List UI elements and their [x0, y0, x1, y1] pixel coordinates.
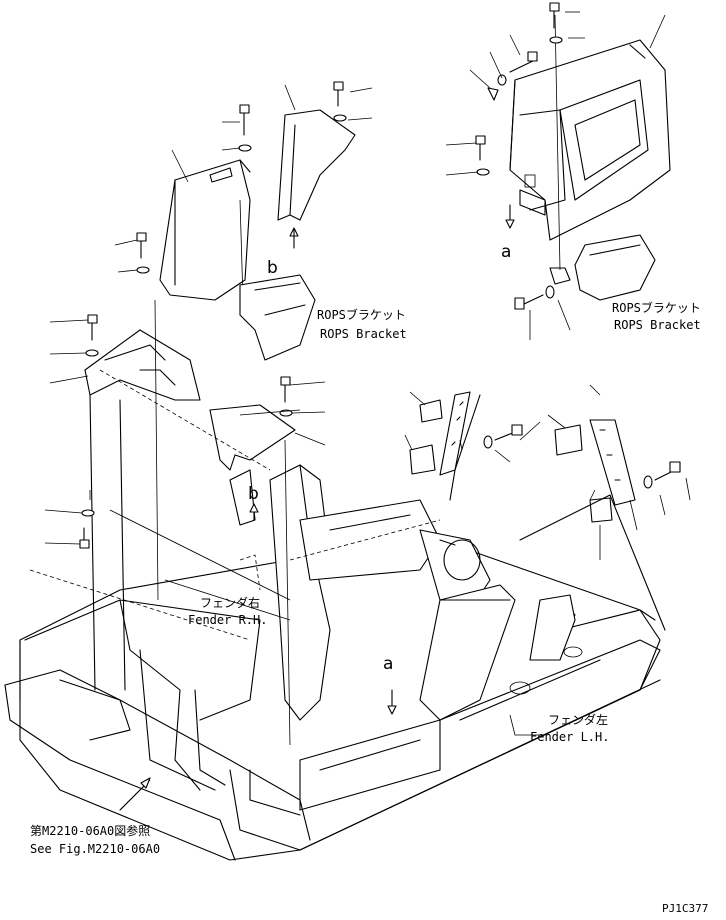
bolt-icon — [514, 294, 544, 310]
reference-label-jp: 第M2210-06A0図参照 — [30, 823, 150, 838]
arrow-up-icon — [249, 503, 259, 521]
leader-lines — [44, 11, 691, 811]
main-frame — [4, 538, 661, 861]
cab-guard — [509, 14, 671, 301]
center-linkage — [229, 464, 576, 721]
bolt-icon — [654, 461, 681, 481]
bolt-icon — [79, 527, 90, 549]
rops-bracket-label-en-1: ROPS Bracket — [320, 327, 407, 341]
rops-bracket-label-jp-1: ROPSブラケット — [317, 307, 406, 322]
callout-b-upper: b — [267, 258, 278, 278]
fender-rh-label-en: Fender R.H. — [188, 613, 267, 627]
bolt-icon — [549, 2, 560, 29]
rops-bracket-label-jp-2: ROPSブラケット — [612, 300, 701, 315]
bolt-icon — [280, 376, 291, 403]
left-bracket-stack — [84, 159, 296, 746]
reference-label-en: See Fig.M2210-06A0 — [30, 842, 160, 856]
arrow-down-icon — [387, 689, 397, 715]
bolts-and-washers — [79, 2, 681, 549]
arrows — [119, 204, 515, 811]
callout-b-lower: b — [248, 484, 259, 504]
bolt-icon — [136, 232, 147, 259]
right-side-plates — [409, 391, 666, 631]
arrow-up-left-icon — [119, 777, 151, 811]
bolt-icon — [494, 424, 523, 441]
bolt-icon — [475, 135, 486, 161]
bolt-icon — [509, 51, 538, 73]
callout-a-lower: a — [383, 654, 393, 674]
fender-lh-label-jp: フェンダ左 — [548, 712, 608, 727]
text-labels: b b a a ROPSブラケット ROPS Bracket ROPSブラケット… — [30, 242, 708, 915]
drawing-code: PJ1C377 — [662, 902, 708, 915]
rops-bracket-label-en-2: ROPS Bracket — [614, 318, 701, 332]
fender-lh-label-en: Fender L.H. — [530, 730, 609, 744]
bolt-icon — [87, 314, 98, 341]
assembly-guides — [29, 369, 441, 641]
fender-rh-label-jp: フェンダ右 — [200, 595, 260, 610]
bolt-icon — [333, 81, 344, 107]
bolt-icon — [239, 104, 250, 136]
arrow-down-icon — [505, 204, 515, 229]
center-rops-bracket — [239, 109, 356, 361]
callout-a-upper: a — [501, 242, 511, 262]
